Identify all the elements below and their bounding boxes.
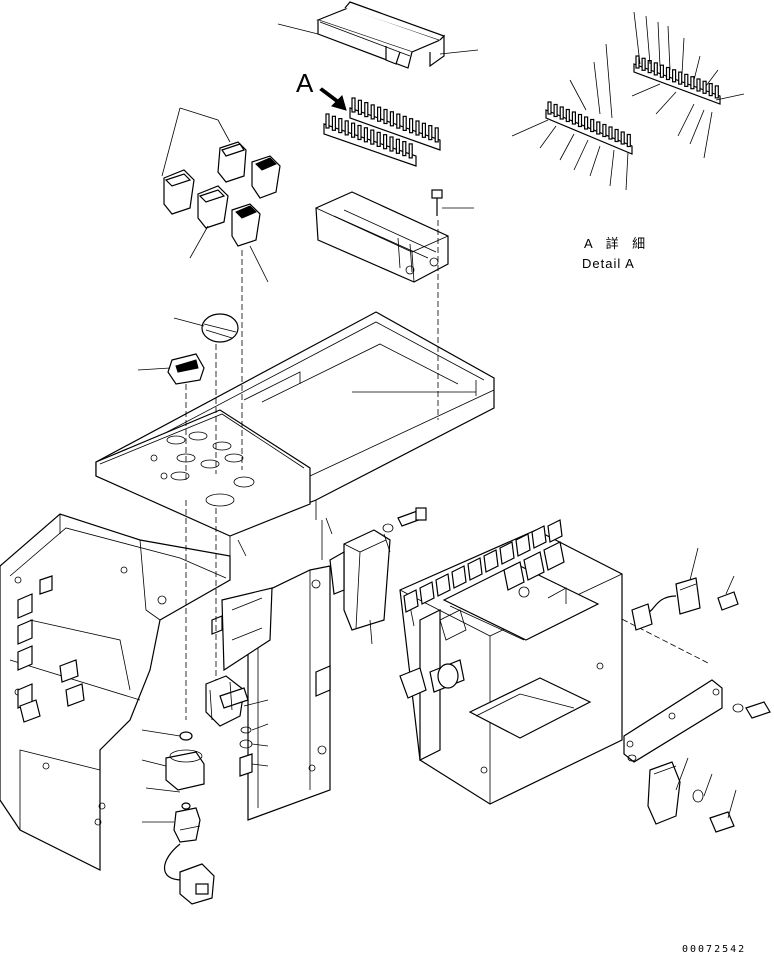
washers-bolts: [239, 723, 269, 777]
switch-leaders: [161, 107, 269, 283]
fuse-box-cover: [315, 191, 449, 283]
plate-bolts: [627, 701, 771, 762]
pressure-switch: [142, 787, 215, 905]
top-cover-caps: [316, 1, 446, 69]
top-cover-leaders: [277, 23, 479, 55]
drawing-number: 00072542: [682, 944, 746, 955]
lower-right-relay: [647, 757, 737, 833]
detail-a-english: Detail A: [582, 256, 635, 271]
relay-bolt: [382, 507, 427, 553]
bracket-tabs: [403, 519, 565, 613]
rotary-knob: [173, 313, 239, 343]
relay-block: [329, 529, 391, 645]
fuse-box-bracket: [399, 529, 623, 805]
detail-a-leaders: [511, 11, 745, 191]
switch-boot: [141, 749, 205, 791]
relay-plate: [623, 679, 723, 763]
console-frame: [0, 311, 495, 871]
switch-nut: [141, 729, 193, 741]
detail-a-fuse-strips: [545, 55, 721, 155]
fuse-strips: [323, 97, 441, 167]
detail-a-japanese: A 詳 細: [584, 236, 650, 251]
rocker-switches: [163, 141, 281, 247]
view-a-arrow: [319, 87, 347, 111]
view-a-label: A: [296, 68, 314, 98]
right-relay: [631, 547, 739, 631]
cover-screw: [431, 189, 474, 216]
small-knob: [137, 353, 205, 385]
limit-switch: [205, 675, 269, 727]
